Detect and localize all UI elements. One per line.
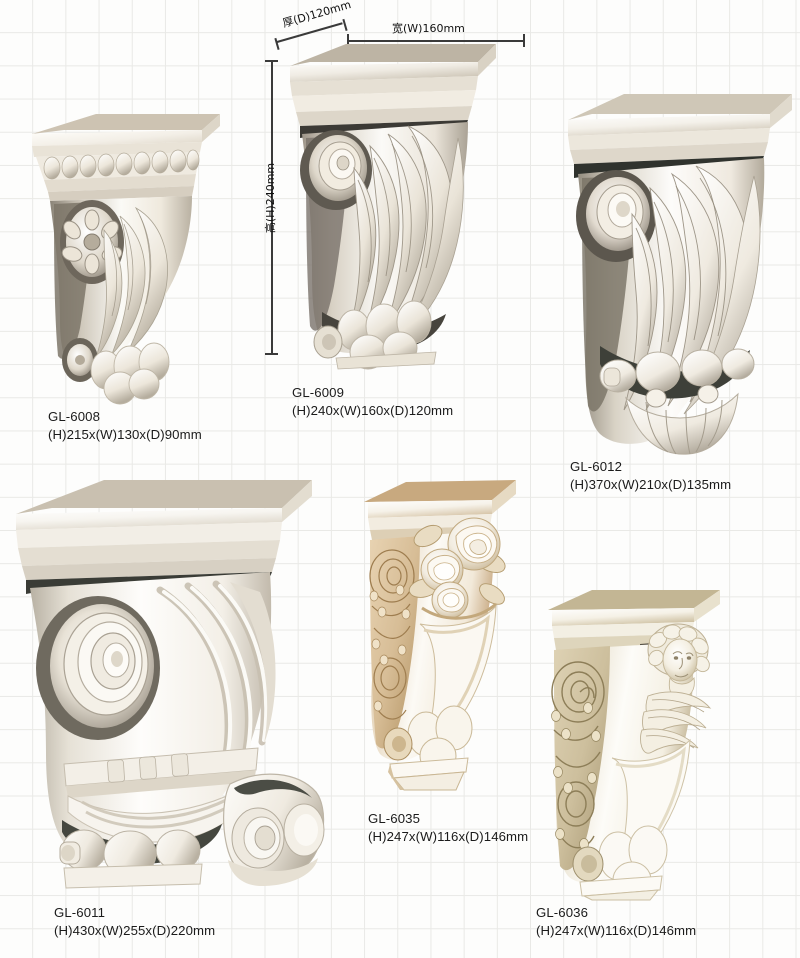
product-image-gl-6008	[24, 112, 224, 405]
product-dimensions: (H)240x(W)160x(D)120mm	[292, 402, 454, 418]
width-dimension-tick-right	[523, 34, 525, 47]
height-dimension-tick-bottom	[265, 353, 278, 355]
caption-gl-6036: GL-6036 (H)247x(W)116x(D)146mm	[536, 904, 696, 939]
depth-dimension-tick-right	[342, 19, 348, 31]
product-code: GL-6035	[368, 811, 421, 826]
product-image-gl-6036	[544, 588, 744, 901]
height-dimension-tick-top	[265, 60, 278, 62]
product-code: GL-6008	[48, 409, 101, 424]
caption-gl-6035: GL-6035 (H)247x(W)116x(D)146mm	[368, 810, 528, 845]
height-dimension-line	[271, 61, 273, 354]
product-code: GL-6011	[54, 905, 106, 920]
width-dimension-line	[348, 40, 524, 42]
product-image-gl-6012	[562, 88, 798, 456]
width-dimension-label: 宽(W)160mm	[392, 22, 465, 35]
depth-dimension-label: 厚(D)120mm	[281, 0, 353, 31]
caption-gl-6008: GL-6008 (H)215x(W)130x(D)90mm	[48, 408, 202, 443]
product-image-gl-6011	[12, 472, 332, 892]
caption-gl-6009: GL-6009 (H)240x(W)160x(D)120mm	[292, 384, 453, 419]
product-code: GL-6009	[292, 385, 345, 400]
product-dimensions: (H)247x(W)116x(D)146mm	[536, 922, 697, 938]
product-dimensions: (H)247x(W)116x(D)146mm	[368, 828, 529, 844]
product-dimensions: (H)370x(W)210x(D)135mm	[570, 476, 732, 492]
height-dimension-label: 高(H)240mm	[264, 162, 278, 234]
product-dimensions: (H)215x(W)130x(D)90mm	[48, 426, 202, 442]
width-dimension-tick-left	[347, 34, 349, 47]
caption-gl-6012: GL-6012 (H)370x(W)210x(D)135mm	[570, 458, 731, 493]
product-image-gl-6009	[288, 42, 498, 372]
product-image-gl-6035	[364, 478, 544, 791]
product-code: GL-6036	[536, 905, 589, 920]
product-code: GL-6012	[570, 459, 623, 474]
caption-gl-6011: GL-6011 (H)430x(W)255x(D)220mm	[54, 904, 215, 939]
product-dimensions: (H)430x(W)255x(D)220mm	[54, 922, 216, 938]
